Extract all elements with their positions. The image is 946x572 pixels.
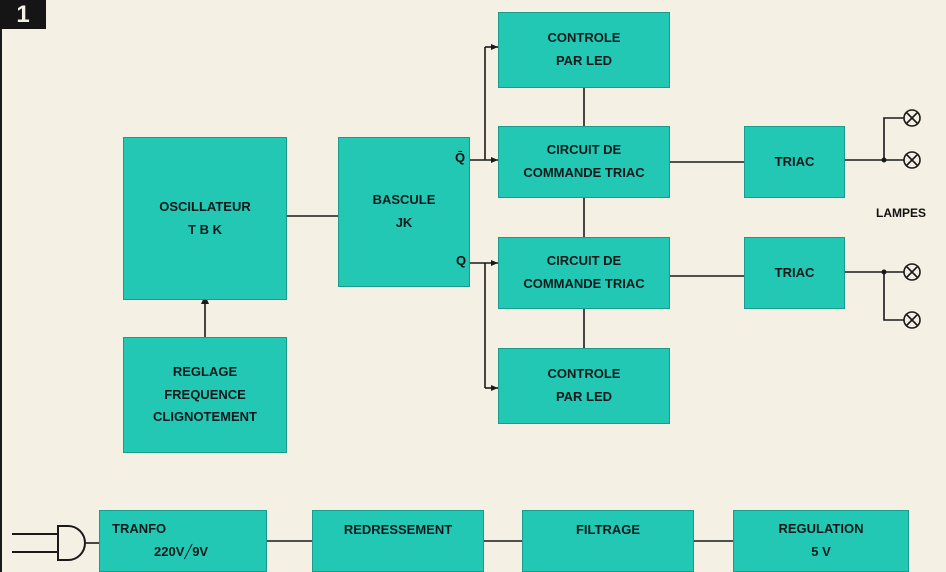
junction-top	[881, 157, 887, 163]
led-control-top-block: CONTROLE PAR LED	[498, 12, 670, 88]
oscillator-label-2: T B K	[188, 221, 222, 237]
oscillator-block: OSCILLATEUR T B K	[123, 137, 287, 300]
triac-bottom-block: TRIAC	[744, 237, 845, 309]
triac-driver-bottom-block: CIRCUIT DE COMMANDE TRIAC	[498, 237, 670, 309]
filter-block: FILTRAGE	[522, 510, 694, 572]
lamp-icon	[903, 151, 921, 169]
rectifier-label: REDRESSEMENT	[343, 522, 453, 537]
q-bar-output-label: Q̄	[455, 150, 466, 165]
arrow-qbar	[491, 157, 498, 163]
flipflop-label-1: BASCULE	[372, 192, 436, 208]
led-control-bottom-label-2: PAR LED	[555, 389, 613, 404]
flipflop-label-2: JK	[395, 215, 413, 230]
rectifier-block: REDRESSEMENT	[312, 510, 484, 572]
triac-bottom-label: TRIAC	[774, 264, 815, 280]
regulation-label-2: 5 V	[811, 544, 831, 559]
triac-top-block: TRIAC	[744, 126, 845, 198]
regulation-label-1: REGULATION	[778, 521, 864, 537]
wire-lamp-top-a	[883, 117, 904, 160]
frequency-adjust-block: REGLAGE FREQUENCE CLIGNOTEMENT	[123, 337, 287, 453]
triac-driver-top-label-1: CIRCUIT DE	[546, 142, 622, 158]
regulation-block: REGULATION 5 V	[733, 510, 909, 572]
wire-lamp-bottom-b	[883, 272, 904, 321]
led-control-top-label-2: PAR LED	[555, 53, 613, 68]
triac-driver-top-label-2: COMMANDE TRIAC	[523, 165, 645, 180]
transformer-label-2: 220V╱9V	[154, 544, 209, 559]
arrow-controle-bottom	[491, 385, 498, 391]
triac-driver-top-block: CIRCUIT DE COMMANDE TRIAC	[498, 126, 670, 198]
led-control-top-label-1: CONTROLE	[547, 30, 621, 46]
frequency-adjust-label-2: FREQUENCE	[164, 386, 246, 402]
mains-plug-icon	[12, 525, 86, 561]
triac-top-label: TRIAC	[774, 153, 815, 169]
filter-label: FILTRAGE	[575, 522, 641, 537]
q-output-label: Q	[456, 253, 467, 268]
frequency-adjust-label-1: REGLAGE	[172, 363, 238, 379]
flipflop-block: BASCULE JK	[338, 137, 470, 287]
lamp-icon	[903, 109, 921, 127]
figure-number-badge: 1	[0, 0, 46, 29]
lamp-icon	[903, 311, 921, 329]
transformer-block: TRANFO 220V╱9V	[99, 510, 267, 572]
led-control-bottom-label-1: CONTROLE	[547, 366, 621, 382]
triac-driver-bottom-label-1: CIRCUIT DE	[546, 253, 622, 269]
transformer-label-1: TRANFO	[112, 521, 167, 537]
lamps-label: LAMPES	[876, 206, 927, 220]
frequency-adjust-label-3: CLIGNOTEMENT	[153, 409, 257, 425]
oscillator-label-1: OSCILLATEUR	[159, 198, 251, 214]
lamp-icon	[903, 263, 921, 281]
triac-driver-bottom-label-2: COMMANDE TRIAC	[523, 276, 645, 291]
junction-bottom	[881, 269, 887, 275]
arrow-controle-top	[491, 44, 498, 50]
led-control-bottom-block: CONTROLE PAR LED	[498, 348, 670, 424]
arrow-q	[491, 260, 498, 266]
